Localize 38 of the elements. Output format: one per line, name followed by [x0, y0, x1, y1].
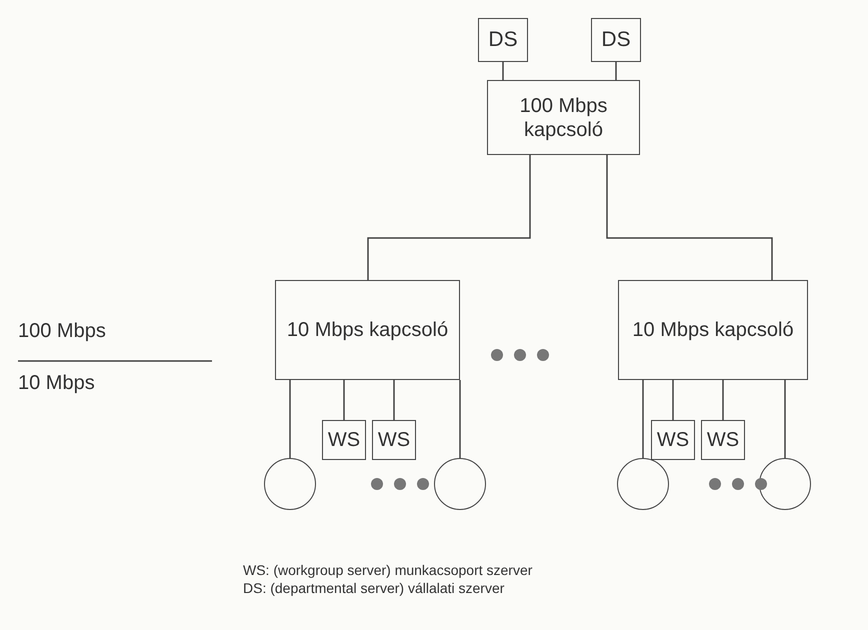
- connector-line: [459, 380, 461, 458]
- connector-line: [502, 62, 504, 80]
- node-label: WS: [378, 428, 410, 452]
- device-box: [701, 420, 745, 460]
- node-label: WS: [656, 428, 690, 452]
- device-box: [487, 80, 640, 155]
- link-speed-label: 100 Mbps: [18, 320, 106, 343]
- footnote: WS: (workgroup server) munkacsoport szerver: [243, 562, 532, 578]
- node-label: DS: [601, 27, 631, 53]
- connector-line: [784, 380, 786, 458]
- connector-line: [367, 155, 531, 280]
- end-station-circle: [759, 458, 811, 510]
- device-box: [478, 18, 528, 62]
- connector-line: [393, 380, 395, 420]
- device-box: [651, 420, 695, 460]
- device-box: [372, 420, 416, 460]
- device-box: [591, 18, 641, 62]
- node-label: 10 Mbps kapcsoló: [632, 318, 794, 342]
- end-station-circle: [434, 458, 486, 510]
- end-station-circle: [617, 458, 669, 510]
- node-label: 100 Mbps kapcsoló: [518, 94, 608, 142]
- node-label: DS: [488, 27, 518, 53]
- connector-line: [289, 380, 291, 458]
- connector-line: [642, 380, 644, 458]
- node-label: WS: [328, 428, 360, 452]
- footnote: DS: (departmental server) vállalati szerver: [243, 580, 504, 596]
- connector-line: [606, 155, 773, 280]
- connector-line: [672, 380, 674, 420]
- end-station-circle: [264, 458, 316, 510]
- device-box: [322, 420, 366, 460]
- device-box: [618, 280, 808, 380]
- connector-line: [343, 380, 345, 420]
- connector-line: [615, 62, 617, 80]
- connector-line: [722, 380, 724, 420]
- node-label: 10 Mbps kapcsoló: [286, 318, 448, 342]
- node-label: WS: [706, 428, 740, 452]
- link-speed-label: 10 Mbps: [18, 372, 95, 395]
- device-box: [275, 280, 460, 380]
